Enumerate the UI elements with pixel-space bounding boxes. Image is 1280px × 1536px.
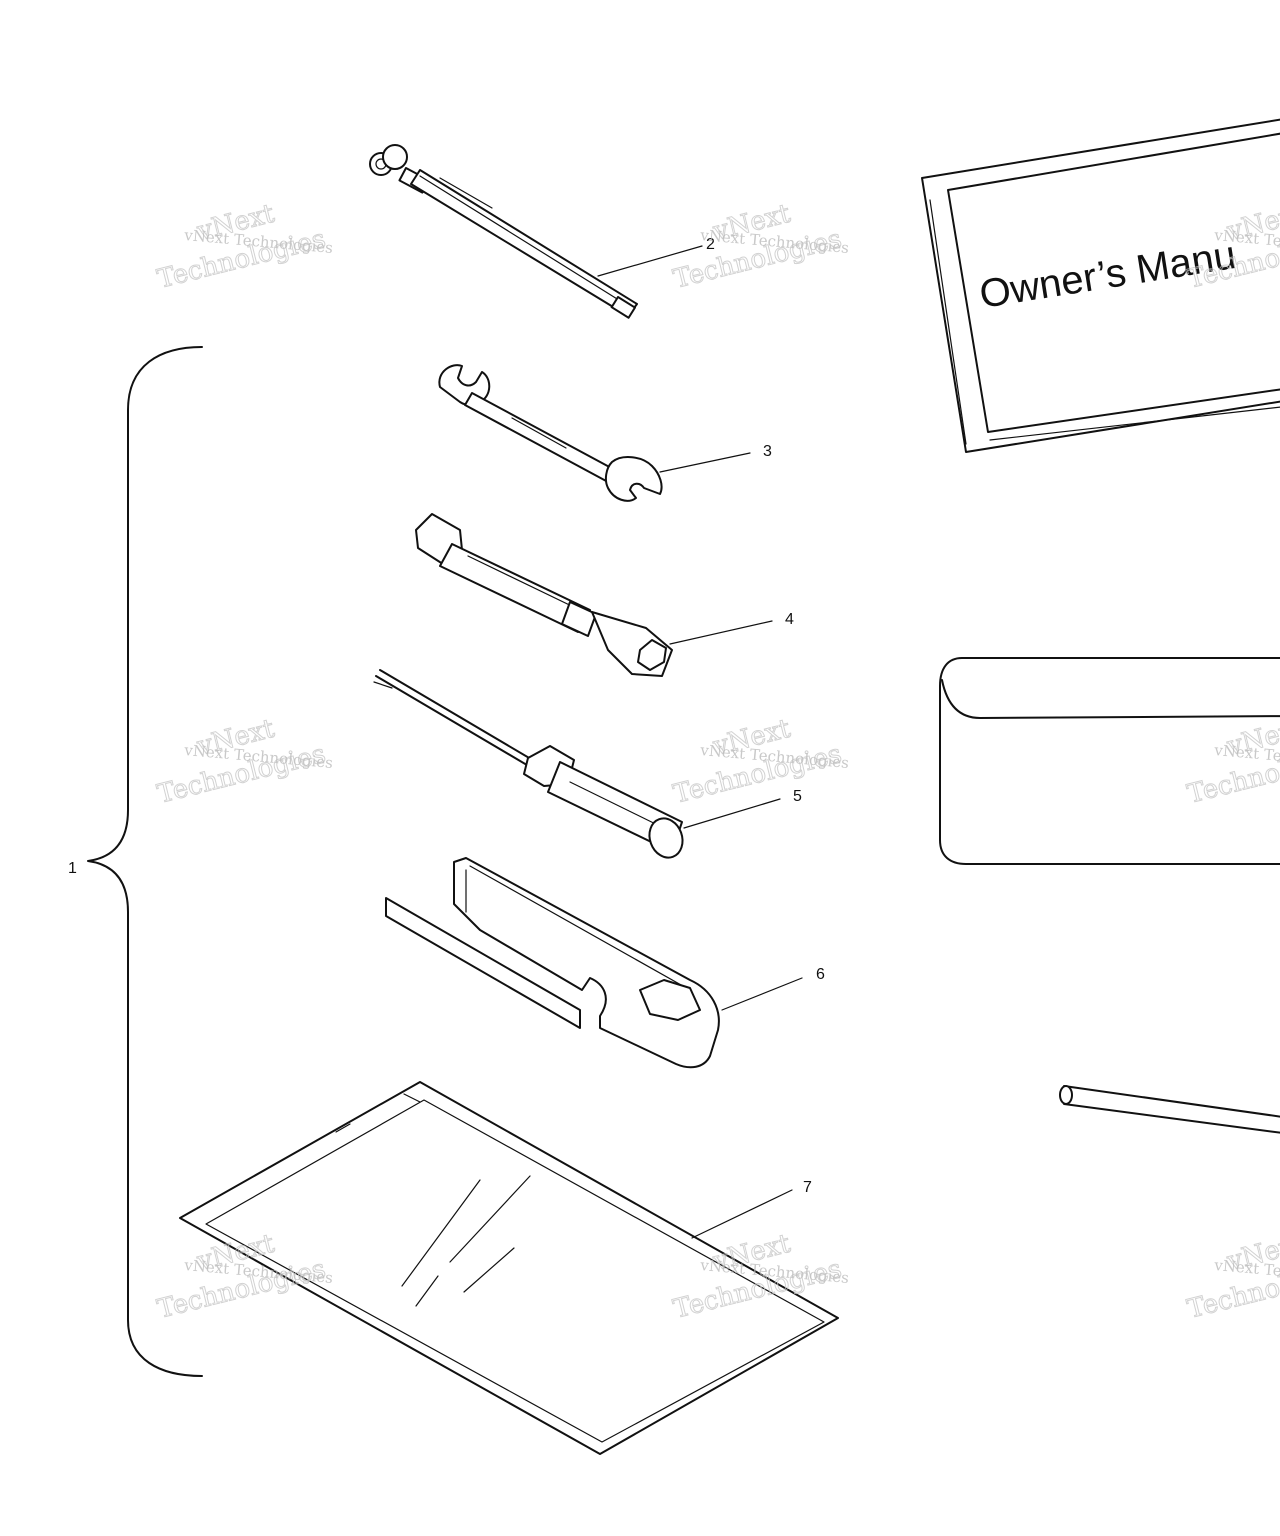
- callout-number-7: 7: [803, 1179, 812, 1196]
- rod-handle-icon: [1059, 1085, 1280, 1134]
- watermark-8: vNext vNext Technologies Technologies: [670, 1228, 850, 1325]
- leader-line-5: [683, 798, 781, 829]
- leader-line-6: [721, 977, 803, 1011]
- callout-number-6: 6: [816, 966, 825, 983]
- bracket-tool-icon: [385, 857, 720, 1069]
- callout-number-5: 5: [793, 788, 802, 805]
- document-pouch-icon: [179, 1081, 839, 1455]
- watermark-1: vNext vNext Technologies Technologies: [154, 198, 334, 295]
- group-brace: [87, 346, 203, 1377]
- owners-manual-icon: [921, 118, 1280, 453]
- callout-number-4: 4: [785, 611, 794, 628]
- screwdriver-icon: [373, 669, 684, 859]
- spark-plug-socket-icon: [415, 513, 673, 677]
- callout-number-1: 1: [68, 860, 77, 877]
- leader-line-7: [691, 1189, 793, 1239]
- leader-line-4: [669, 620, 773, 645]
- open-end-wrench-icon: [438, 364, 663, 502]
- watermark-9: vNext vNext Technologies Technologies: [1184, 1228, 1280, 1325]
- callout-number-3: 3: [763, 443, 772, 460]
- callout-number-2: 2: [706, 236, 715, 253]
- leader-line-2: [597, 245, 703, 277]
- leader-line-3: [659, 452, 751, 473]
- watermark-4: vNext vNext Technologies Technologies: [154, 713, 334, 810]
- watermark-5: vNext vNext Technologies Technologies: [670, 713, 850, 810]
- tool-pouch-icon: [939, 657, 1280, 865]
- tire-pressure-gauge-icon: [369, 144, 638, 319]
